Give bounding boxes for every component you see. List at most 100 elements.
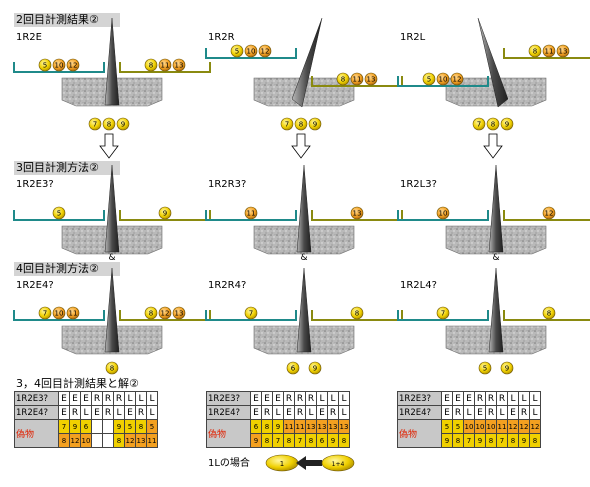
coin-icon: 13 xyxy=(350,206,364,220)
pointer-needle xyxy=(488,164,504,253)
fake-coin-cell: 7 xyxy=(463,433,475,448)
svg-text:10: 10 xyxy=(55,62,64,70)
coin-icon: 8 xyxy=(144,58,158,72)
svg-text:5: 5 xyxy=(57,210,61,218)
svg-text:8: 8 xyxy=(547,310,551,318)
section-header-2nd-result: 2回目計測結果② xyxy=(14,13,120,27)
result-cell: R xyxy=(69,405,81,420)
coin-icon: 13 xyxy=(172,58,186,72)
result-cell: E xyxy=(316,405,328,420)
fake-coin-cell: 12 xyxy=(518,419,530,434)
svg-text:7: 7 xyxy=(441,310,445,318)
svg-text:11: 11 xyxy=(69,310,78,318)
fake-coin-cell: 9 xyxy=(69,419,81,434)
result-cell: R xyxy=(102,405,114,420)
fake-coin-cell: 11 xyxy=(283,419,295,434)
scale-label-1R2R3: 1R2R3? xyxy=(208,179,247,190)
fake-coin-cell: 7 xyxy=(496,433,508,448)
coin-icon: 5 xyxy=(38,58,52,72)
left-pan xyxy=(205,310,297,321)
result-cell: R xyxy=(102,391,114,406)
coin-icon: 7 xyxy=(436,306,450,320)
result-cell: R xyxy=(261,405,273,420)
legend-coin-left: 1 xyxy=(265,454,299,472)
result-cell: E xyxy=(452,391,464,406)
coin-icon: 8 xyxy=(336,72,350,86)
coin-icon: 7 xyxy=(38,306,52,320)
svg-text:9: 9 xyxy=(121,121,125,129)
svg-text:5: 5 xyxy=(483,365,487,373)
fake-coin-cell: 6 xyxy=(80,419,92,434)
fake-coin-cell: 8 xyxy=(261,419,273,434)
result-cell: E xyxy=(474,405,486,420)
svg-text:7: 7 xyxy=(93,121,97,129)
coin-icon: 8 xyxy=(294,117,308,131)
coin-icon: 12 xyxy=(258,44,272,58)
svg-text:7: 7 xyxy=(43,310,47,318)
left-pan xyxy=(397,76,489,87)
coin-icon: 8 xyxy=(542,306,556,320)
coin-icon: 9 xyxy=(158,206,172,220)
fake-coin-cell: 9 xyxy=(474,433,486,448)
result-cell: L xyxy=(327,391,339,406)
right-pan xyxy=(119,310,211,321)
fake-coin-label: 偽物 xyxy=(397,419,442,448)
legend-text: 1Lの場合 xyxy=(208,458,250,469)
svg-text:8: 8 xyxy=(533,48,537,56)
result-cell: E xyxy=(124,405,136,420)
result-cell: L xyxy=(316,391,328,406)
svg-text:9: 9 xyxy=(163,210,167,218)
svg-text:8: 8 xyxy=(110,365,114,373)
svg-text:1+4: 1+4 xyxy=(332,461,345,468)
fake-coin-cell: 13 xyxy=(305,419,317,434)
svg-text:11: 11 xyxy=(353,76,362,84)
coin-icon: 8 xyxy=(105,361,119,375)
fake-coin-cell: 9 xyxy=(327,433,339,448)
pointer-needle xyxy=(296,267,312,353)
svg-text:9: 9 xyxy=(505,365,509,373)
result-cell: R xyxy=(305,391,317,406)
svg-text:12: 12 xyxy=(545,210,554,218)
scale-label-1R2L4: 1R2L4? xyxy=(400,280,437,291)
fake-coin-cell: 5 xyxy=(441,419,453,434)
fake-coin-cell: 8 xyxy=(452,433,464,448)
scale-label-1R2R4: 1R2R4? xyxy=(208,280,247,291)
left-pan xyxy=(205,210,297,221)
coin-icon: 9 xyxy=(500,117,514,131)
svg-text:12: 12 xyxy=(69,62,78,70)
left-arrow-icon xyxy=(296,456,322,470)
balance-scale: 11 13 xyxy=(205,164,403,255)
coin-icon: 11 xyxy=(66,306,80,320)
row-label: 1R2E4? xyxy=(14,405,59,420)
coin-icon: 11 xyxy=(244,206,258,220)
fake-coin-cell: 10 xyxy=(80,433,92,448)
result-cell: L xyxy=(518,391,530,406)
result-cell: E xyxy=(272,391,284,406)
coin-icon: 12 xyxy=(66,58,80,72)
fake-coin-cell: 11 xyxy=(146,433,158,448)
pointer-needle xyxy=(296,164,312,253)
svg-text:9: 9 xyxy=(313,121,317,129)
svg-text:13: 13 xyxy=(175,310,184,318)
fake-coin-cell: 11 xyxy=(496,419,508,434)
svg-text:5: 5 xyxy=(43,62,47,70)
fake-coin-cell: 8 xyxy=(283,433,295,448)
fake-coin-label: 偽物 xyxy=(14,419,59,448)
coin-icon: 9 xyxy=(308,117,322,131)
svg-text:7: 7 xyxy=(249,310,253,318)
result-cell: L xyxy=(496,405,508,420)
result-cell: E xyxy=(441,405,453,420)
left-pan xyxy=(13,62,105,73)
svg-text:8: 8 xyxy=(107,121,111,129)
coin-icon: 8 xyxy=(528,44,542,58)
svg-text:10: 10 xyxy=(55,310,64,318)
result-cell: L xyxy=(272,405,284,420)
svg-text:13: 13 xyxy=(175,62,184,70)
row-label: 1R2E3? xyxy=(206,391,251,406)
